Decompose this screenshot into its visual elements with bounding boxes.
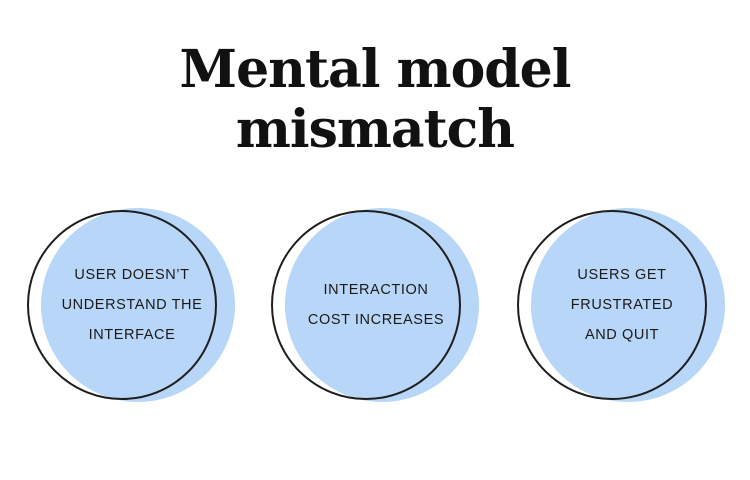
step-label: USER DOESN’T UNDERSTAND THE INTERFACE [37,208,227,402]
page-title: Mental model mismatch [0,40,750,160]
step-label-line: FRUSTRATED [570,297,674,313]
step-label-line: UNDERSTAND THE [61,297,203,313]
step-label-line: USER DOESN’T [74,267,190,283]
circle-outline [271,210,461,400]
step-label-line: AND QUIT [584,327,660,343]
step-label: INTERACTION COST INCREASES [281,208,471,402]
step-label-line: INTERFACE [88,327,176,343]
title-line-2: mismatch [235,99,515,160]
title-line-1: Mental model [179,39,572,100]
step-label-line: INTERACTION [323,282,429,298]
step-circle-interaction-cost: INTERACTION COST INCREASES [271,208,481,404]
step-label-line: USERS GET [577,267,667,283]
step-label: USERS GET FRUSTRATED AND QUIT [527,208,717,402]
step-circle-user-confusion: USER DOESN’T UNDERSTAND THE INTERFACE [27,208,237,404]
step-circle-users-quit: USERS GET FRUSTRATED AND QUIT [517,208,727,404]
step-label-line: COST INCREASES [307,312,445,328]
circle-outline [517,210,707,400]
circle-outline [27,210,217,400]
